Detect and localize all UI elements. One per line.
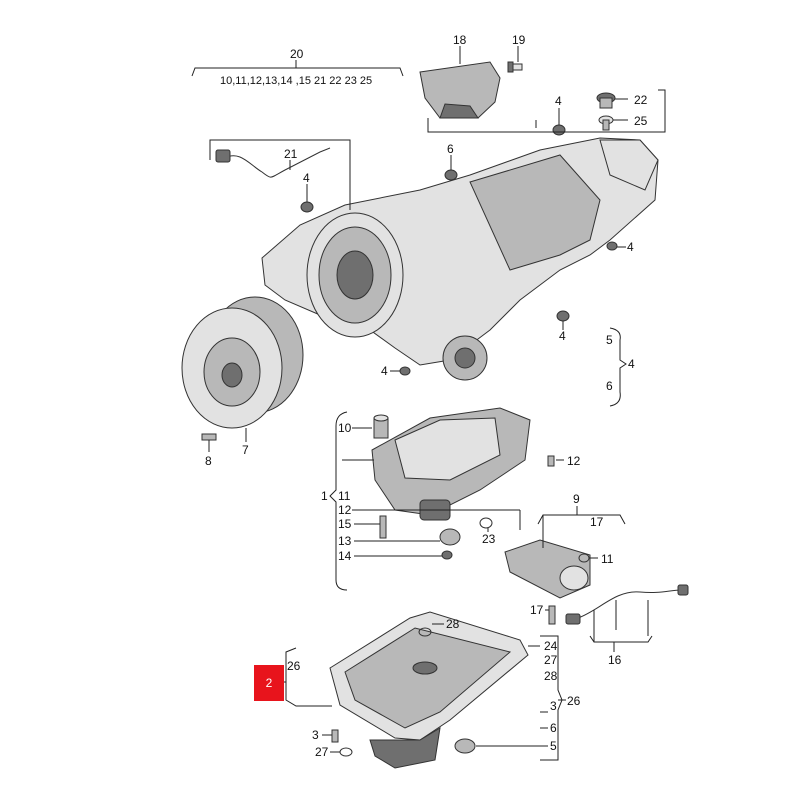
- label-7: 7: [242, 443, 249, 457]
- label-1: 1: [321, 489, 328, 503]
- part-4-plug-left: [300, 201, 314, 213]
- part-18-cover: [419, 61, 501, 119]
- label-21: 21: [284, 147, 298, 161]
- label-14: 14: [338, 549, 352, 563]
- part-15-bolt: [379, 515, 387, 539]
- highlight-marker[interactable]: [254, 665, 284, 701]
- label-5-bottom: 5: [550, 739, 557, 753]
- part-19-bolt: [507, 61, 523, 73]
- part-11-ring: [578, 553, 590, 563]
- part-4-plug-top: [552, 124, 566, 136]
- part-oil-pan: [329, 611, 529, 769]
- part-23-ring: [479, 517, 493, 529]
- label-12-left: 12: [338, 503, 352, 517]
- label-13: 13: [338, 534, 352, 548]
- label-20-sub: 10,11,12,13,14 ,15 21 22 23 25: [220, 75, 372, 87]
- part-4-bolt-right: [606, 241, 618, 251]
- label-26-right: 26: [567, 694, 581, 708]
- label-3-left: 3: [312, 728, 319, 742]
- label-4-right: 4: [627, 240, 634, 254]
- label-2-highlighted: 2: [265, 676, 273, 690]
- label-5-bracket: 5: [606, 333, 613, 347]
- part-21-wire: [215, 147, 331, 178]
- part-13-sleeve: [439, 528, 461, 546]
- label-17-top: 17: [590, 515, 604, 529]
- part-labels: 20 10,11,12,13,14 ,15 21 22 23 25 18 19 …: [205, 33, 648, 759]
- part-4-bolt-bottom: [399, 366, 411, 376]
- label-6-bracket: 6: [606, 379, 613, 393]
- label-17-bolt: 17: [530, 603, 544, 617]
- part-6-plug-right: [556, 310, 570, 322]
- label-23: 23: [482, 532, 496, 546]
- label-16: 16: [608, 653, 622, 667]
- label-25: 25: [634, 114, 648, 128]
- part-7-torque-converter: [181, 296, 304, 429]
- label-11-right: 11: [601, 552, 614, 566]
- leader-lines: [191, 46, 666, 761]
- label-8: 8: [205, 454, 212, 468]
- part-9-mechatronic: [504, 539, 591, 599]
- label-18: 18: [453, 33, 467, 47]
- part-16-harness: [565, 584, 689, 625]
- label-4-flange: 4: [559, 329, 566, 343]
- part-12-bolt: [547, 455, 555, 467]
- label-4-top: 4: [555, 94, 562, 108]
- label-19: 19: [512, 33, 526, 47]
- label-28-right: 28: [544, 669, 558, 683]
- part-27-ring: [339, 747, 353, 757]
- label-6-right: 6: [550, 721, 557, 735]
- label-4-bottom: 4: [381, 364, 388, 378]
- label-6-top: 6: [447, 142, 454, 156]
- label-24: 24: [544, 639, 558, 653]
- label-9: 9: [573, 492, 580, 506]
- label-22: 22: [634, 93, 648, 107]
- part-transmission-housing: [261, 137, 659, 381]
- part-14-nut: [441, 550, 453, 560]
- label-15: 15: [338, 517, 352, 531]
- part-10-filter: [373, 414, 389, 439]
- part-22-plug: [596, 92, 616, 109]
- label-4-left: 4: [303, 171, 310, 185]
- part-8-bolt: [201, 433, 217, 441]
- part-28-seal: [418, 627, 432, 637]
- label-3-right: 3: [550, 699, 557, 713]
- label-10: 10: [338, 421, 352, 435]
- label-4-bracket: 4: [628, 357, 635, 371]
- part-25-plug: [598, 115, 614, 131]
- part-17-bolt: [548, 605, 556, 625]
- label-27-right: 27: [544, 653, 558, 667]
- label-12-right: 12: [567, 454, 581, 468]
- label-26-left: 26: [287, 659, 301, 673]
- label-28-top: 28: [446, 617, 460, 631]
- part-1-valve-body: [371, 407, 531, 521]
- label-20: 20: [290, 47, 304, 61]
- label-11-left: 11: [338, 489, 351, 503]
- label-27-left: 27: [315, 745, 329, 759]
- part-5-plug: [454, 738, 476, 754]
- part-3-bolt: [331, 729, 339, 743]
- part-6-plug: [444, 169, 458, 181]
